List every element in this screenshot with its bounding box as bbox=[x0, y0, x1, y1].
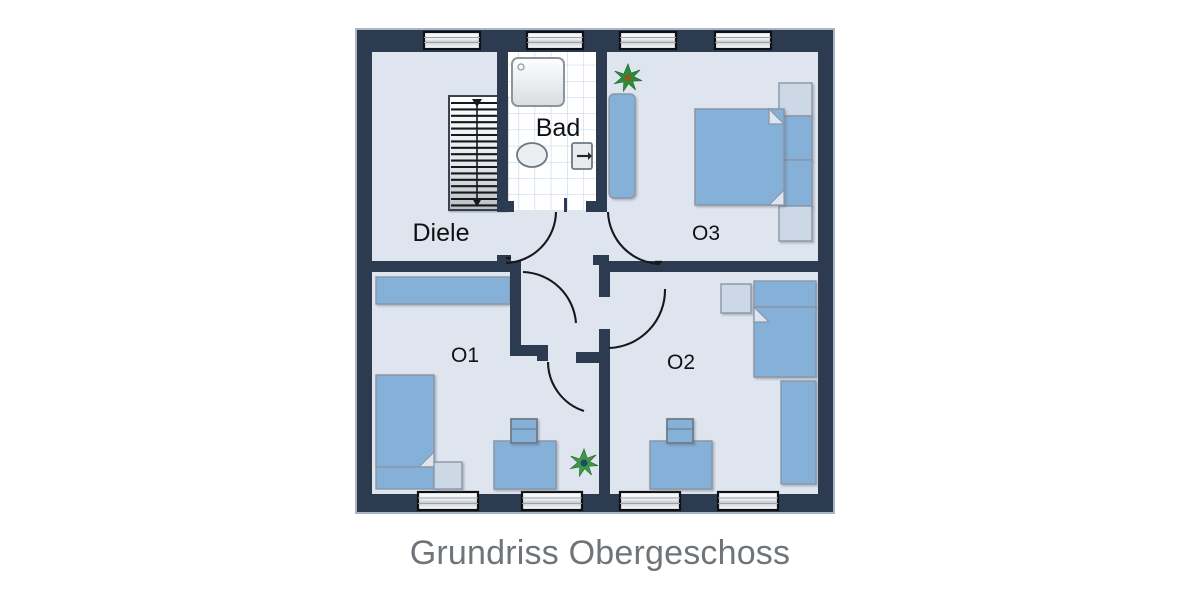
window-bottom-1 bbox=[416, 490, 480, 512]
bed-fold-o2 bbox=[753, 305, 771, 323]
window-top-2 bbox=[525, 30, 585, 51]
bed-fold-o3-top bbox=[768, 107, 786, 125]
shelf-o1 bbox=[433, 461, 463, 490]
wardrobe-o2 bbox=[780, 380, 817, 485]
wall-bad-o3 bbox=[596, 52, 607, 212]
shelf-o3-bottom bbox=[778, 205, 813, 242]
door-arc-o2 bbox=[608, 288, 667, 350]
wall-corridor-right-jog bbox=[576, 352, 610, 363]
staircase bbox=[448, 95, 507, 211]
door-arc-corridor bbox=[546, 361, 585, 412]
windows-bottom bbox=[416, 490, 780, 512]
door-swings bbox=[505, 211, 667, 412]
interior-walls bbox=[372, 52, 818, 494]
door-arc-o1 bbox=[522, 270, 578, 324]
room-label-o1: O1 bbox=[451, 344, 479, 367]
wall-o3-o2 bbox=[600, 261, 818, 272]
plants bbox=[569, 63, 643, 478]
door-threshold-bad bbox=[564, 198, 567, 212]
window-top-3 bbox=[618, 30, 678, 51]
toilet-icon bbox=[516, 142, 548, 168]
stairs-arrow-down-icon bbox=[472, 198, 482, 207]
plant-o3 bbox=[613, 63, 643, 93]
wall-corridor-right-lower bbox=[599, 363, 610, 494]
stairs-arrow-up-icon bbox=[472, 99, 482, 107]
window-top-4 bbox=[713, 30, 773, 51]
shower-tray bbox=[511, 57, 565, 107]
door-arc-bad bbox=[505, 211, 558, 265]
wall-nub-hall-right bbox=[593, 255, 609, 265]
floorplan-canvas: Diele Bad O3 O1 O2 bbox=[355, 28, 835, 514]
furniture-o1 bbox=[375, 276, 557, 490]
floorplan-caption: Grundriss Obergeschoss bbox=[409, 534, 791, 572]
wall-corridor-left-lower bbox=[510, 321, 521, 356]
wall-diele-bad bbox=[497, 52, 508, 212]
sink-tap-arrow-icon bbox=[588, 152, 592, 160]
plant-center-icon bbox=[580, 459, 588, 467]
bathroom-fixtures bbox=[511, 57, 593, 170]
room-labels: Diele Bad O3 O1 O2 bbox=[413, 114, 721, 374]
headboard-o2 bbox=[753, 280, 817, 308]
window-bottom-2 bbox=[520, 490, 584, 512]
window-top-1 bbox=[422, 30, 482, 51]
wardrobe-o1 bbox=[375, 276, 511, 305]
wall-corridor-left-upper bbox=[510, 261, 521, 321]
plant-center-icon bbox=[624, 74, 632, 82]
wall-corridor-right-mid bbox=[599, 329, 610, 363]
wall-nub-hall-left bbox=[497, 255, 511, 265]
bed-double-o3 bbox=[694, 108, 785, 206]
bed-single-o1 bbox=[375, 374, 435, 468]
wall-bad-south-left bbox=[497, 201, 514, 212]
chair-o1 bbox=[510, 418, 538, 444]
cabinet-o3-left bbox=[608, 93, 636, 199]
room-label-o2: O2 bbox=[667, 351, 695, 374]
bed-fold-o3-bottom bbox=[767, 188, 785, 206]
shelf-o2-top bbox=[720, 283, 752, 314]
chair-o2 bbox=[666, 418, 694, 444]
furniture-o2 bbox=[649, 280, 817, 490]
wall-corridor-left-jog bbox=[510, 345, 548, 356]
shower-drain-icon bbox=[517, 63, 525, 71]
room-label-diele: Diele bbox=[413, 219, 470, 247]
wall-corridor-left-stub bbox=[537, 345, 548, 361]
wall-bad-south-right bbox=[586, 201, 607, 212]
plant-o1 bbox=[569, 448, 599, 478]
wall-diele-o1 bbox=[372, 261, 510, 272]
door-arc-o3 bbox=[606, 211, 661, 266]
room-label-o3: O3 bbox=[692, 222, 720, 245]
windows-top bbox=[422, 30, 773, 51]
room-label-bad: Bad bbox=[536, 114, 580, 142]
desk-o1 bbox=[493, 440, 557, 490]
wall-corridor-right-upper bbox=[599, 261, 610, 297]
furniture-o3 bbox=[694, 82, 813, 242]
pillow-o1 bbox=[375, 466, 435, 490]
desk-o2 bbox=[649, 440, 713, 490]
floorplan-svg: Diele Bad O3 O1 O2 bbox=[355, 28, 835, 514]
window-bottom-4 bbox=[716, 490, 780, 512]
window-bottom-3 bbox=[618, 490, 682, 512]
furniture-bad-area bbox=[608, 93, 636, 199]
